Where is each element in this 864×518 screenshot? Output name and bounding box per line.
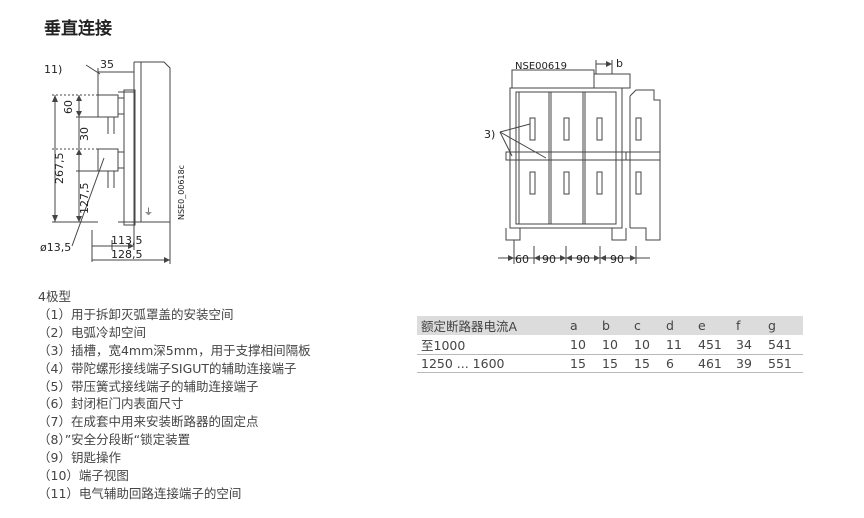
legend-item: （11）电气辅助回路连接端子的空间 [38,485,242,501]
dim-90-first: 90 [542,253,556,266]
table-cell: 39 [733,354,765,373]
table-cell: 10 [599,335,631,355]
table-cell: 551 [765,354,803,373]
table-cell: 10 [631,335,663,355]
table-cell: 15 [599,354,631,373]
dim-35: 35 [100,58,114,71]
legend-item: （3）插槽，宽4mm深5mm，用于支撑相间隔板 [38,342,311,358]
legend-item: （9）钥匙操作 [38,450,121,466]
dim-90-third: 90 [610,253,624,266]
dim-127-5: 127,5 [78,183,91,215]
table-header: 额定断路器电流A [417,316,567,335]
callout-3: 3) [484,128,495,141]
legend-item: （6）封闭柜门内表面尺寸 [38,396,184,412]
legend: 4极型 （1）用于拆卸灭弧罩盖的安装空间 （2）电弧冷却空间 （3）插槽，宽4m… [38,288,311,503]
legend-heading: 4极型 [38,289,71,304]
table-cell: 541 [765,335,803,355]
left-drawing-ref: NSE0_00618c [177,165,186,220]
right-drawing-ref: NSE00619 [515,61,567,72]
table-cell: 15 [567,354,599,373]
legend-item: （5）带压簧式接线端子的辅助连接端子 [38,378,259,394]
dim-267-5: 267,5 [53,153,66,185]
table-cell: 1250 ... 1600 [417,354,567,373]
dim-30: 30 [78,127,91,141]
legend-item: （10）端子视图 [38,468,129,484]
table-header: b [599,316,631,335]
table-header: a [567,316,599,335]
table-cell: 15 [631,354,663,373]
table-cell: 至1000 [417,335,567,355]
table-cell: 34 [733,335,765,355]
dim-letter-b: b [616,57,623,70]
page-title: 垂直连接 [44,19,112,39]
dim-60: 60 [62,100,75,114]
dim-128-5: 128,5 [111,248,143,261]
legend-item: （8）”安全分段断“锁定装置 [38,432,191,448]
table-header: e [695,316,733,335]
table-header-row: 额定断路器电流A a b c d e f g [417,316,803,335]
table-cell: 10 [567,335,599,355]
table-cell: 11 [663,335,695,355]
legend-item: （2）电弧冷却空间 [38,324,146,340]
dimension-table: 额定断路器电流A a b c d e f g 至1000 10 10 10 11… [417,316,803,373]
table-cell: 461 [695,354,733,373]
table-header: c [631,316,663,335]
table-header: g [765,316,803,335]
earth-symbol-icon: ⏚ [144,207,153,218]
dim-diameter-13-5: ø13,5 [40,241,71,254]
dim-90-second: 90 [576,253,590,266]
dim-113-5: 113,5 [111,234,143,247]
legend-item: （4）带陀螺形接线端子SIGUT的辅助连接端子 [38,360,297,376]
table-row: 至1000 10 10 10 11 451 34 541 [417,335,803,355]
table-header: f [733,316,765,335]
table-header: d [663,316,695,335]
table-row: 1250 ... 1600 15 15 15 6 461 39 551 [417,354,803,373]
callout-11: 11) [44,63,62,76]
legend-item: （1）用于拆卸灭弧罩盖的安装空间 [38,306,234,322]
dim-60-right: 60 [515,253,529,266]
table-cell: 451 [695,335,733,355]
table-cell: 6 [663,354,695,373]
legend-item: （7）在成套中用来安装断路器的固定点 [38,414,259,430]
